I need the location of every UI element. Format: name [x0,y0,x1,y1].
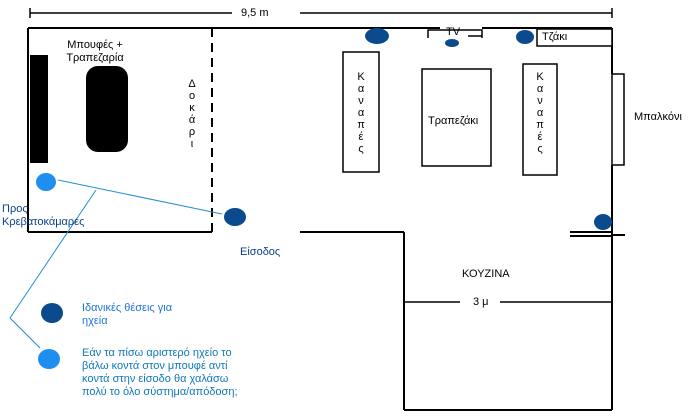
coffee-table [421,68,492,167]
vertical-letter: α [536,83,544,95]
dimension-total-label: 9,5 m [241,7,269,19]
vertical-letter: ι [190,138,194,150]
legend-alternative-dot [38,349,60,369]
speaker-front-right [516,30,534,44]
tv-speaker [445,39,459,47]
fireplace [536,28,613,47]
tv-stand [427,29,483,38]
vertical-letter: έ [537,131,543,143]
coffee-table-label: Τραπεζάκι [428,115,479,127]
entrance-label: Είσοδος [240,246,281,258]
speaker-rear-right [594,214,612,230]
alternative-speakers [36,173,60,369]
sofa-right [522,63,558,176]
vertical-letter: έ [358,131,364,143]
tv-label: TV [446,26,461,38]
buffet [30,55,48,163]
dining-table [86,66,128,152]
vertical-letter: ς [358,143,364,155]
speaker-front-left [365,28,389,44]
dimension-line-total [29,8,613,18]
vertical-letter: ρ [188,126,196,138]
ideal-speakers [41,28,612,323]
vertical-letter: α [357,107,365,119]
legend-question-label: Εάν τα πίσω αριστερό ηχείο το βάλω κοντά… [82,347,238,398]
dimension-kitchen-label: 3 μ [473,296,489,308]
legend-ideal-dot [41,303,63,323]
vertical-letter: κ [189,102,195,114]
vertical-letter: α [536,107,544,119]
vertical-letter: π [536,119,544,131]
legend-ideal-label: Ιδανικές θέσεις για ηχεία [82,302,173,327]
speaker-rear-left [224,208,246,226]
vertical-letter: Κ [357,71,365,83]
fireplace-label: Τζάκι [542,31,568,43]
vertical-letter: ά [188,114,196,126]
balcony-label: Μπαλκόνι [634,111,682,123]
buffet-dining-label: Μπουφές + Τραπεζαρία [66,39,124,64]
kitchen-label: ΚΟΥΖΙΝΑ [462,268,510,280]
balcony [611,73,625,166]
vertical-letter: ν [358,95,364,107]
speaker-alternative [36,173,56,191]
vertical-letter: ς [537,143,543,155]
sofa-left [342,51,380,173]
vertical-letter: ν [537,95,543,107]
vertical-letter: Δ [188,78,196,90]
vertical-letter: ο [188,90,196,102]
vertical-letter: Κ [536,71,544,83]
vertical-letter: π [357,119,365,131]
bedrooms-label: Προς Κρεβατοκάμαρες [2,203,85,228]
vertical-letter: α [357,83,365,95]
connector-lines [9,179,223,349]
